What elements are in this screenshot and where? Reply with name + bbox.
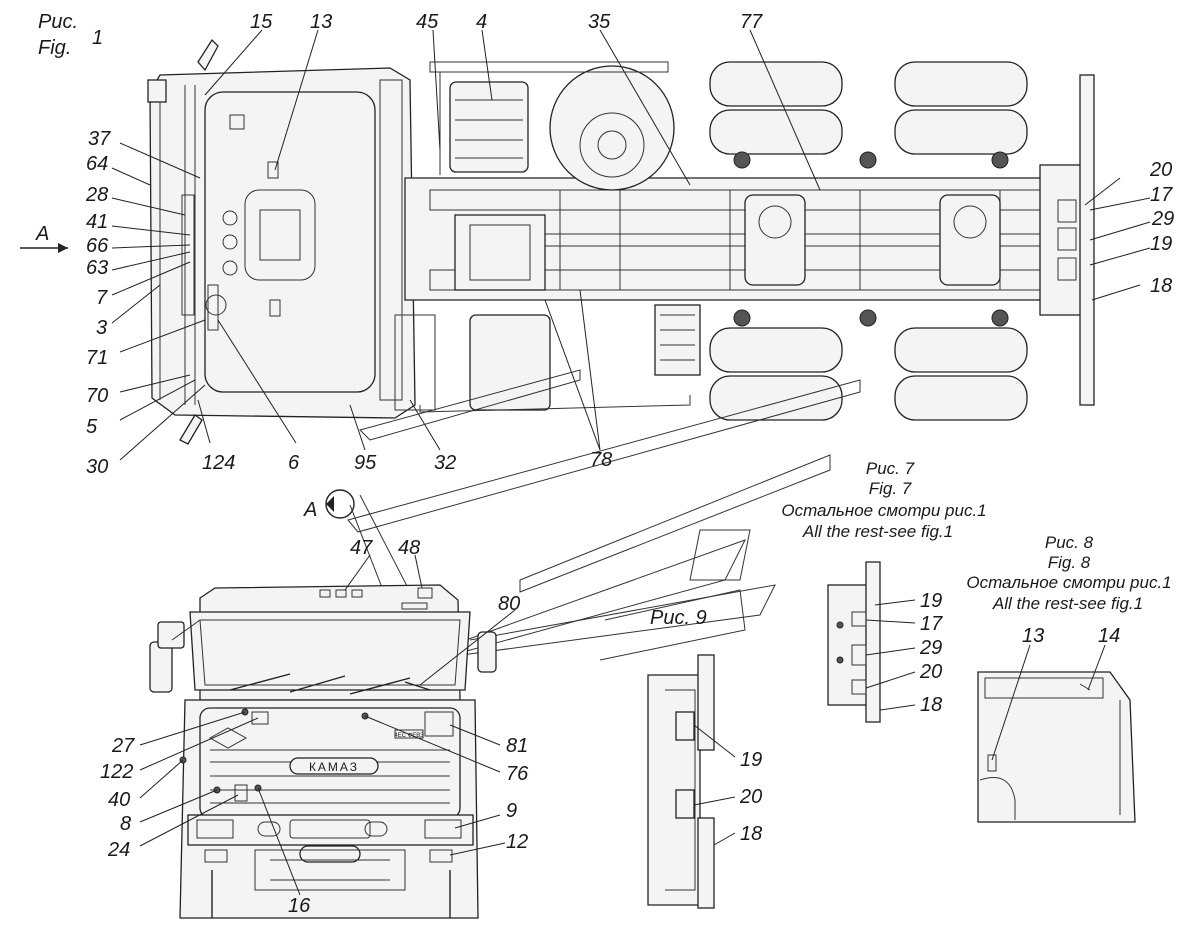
callout-9: 9 [506,800,517,822]
callout-13: 13 [310,11,332,33]
fig7-callout-17: 17 [920,613,943,635]
callout-63: 63 [86,257,108,279]
callout-16: 16 [288,895,311,917]
callout-77: 77 [740,11,763,33]
fig7-view [827,561,916,723]
callout-12: 12 [506,831,528,853]
fig7-title-ru: Рис. 7 [866,459,915,478]
view-a-arrow [20,243,68,253]
fig8-view [977,644,1136,823]
fig8-title-en: Fig. 8 [1048,553,1091,572]
front-view [149,584,497,919]
callout-41: 41 [86,211,108,233]
callout-6: 6 [288,452,300,474]
fig1-number: 1 [92,27,103,49]
fig9-title-ru: Рис. 9 [650,607,707,629]
fig8-callout-14: 14 [1098,625,1120,647]
fig9-callout-19: 19 [740,749,762,771]
fig7-title-en: Fig. 7 [869,479,912,498]
callout-24: 24 [107,839,130,861]
fig7-callout-19: 19 [920,590,942,612]
callout-48: 48 [398,537,420,559]
callout-8: 8 [120,813,131,835]
fig1-title-en: Fig. [38,37,71,59]
text-layer: Рис. Fig. 1 А А Рис. 7 Fig. 7 Остальное … [35,11,1174,917]
callout-35: 35 [588,11,611,33]
fig8-callout-13: 13 [1022,625,1044,647]
callout-122: 122 [100,761,133,783]
callout-76: 76 [506,763,529,785]
fig9-callout-18: 18 [740,823,762,845]
callout-81: 81 [506,735,528,757]
callout-124: 124 [202,452,235,474]
fig1-title-ru: Рис. [38,11,78,33]
callout-64: 64 [86,153,108,175]
fig7-callout-29: 29 [919,637,942,659]
callout-17: 17 [1150,184,1173,206]
callout-3: 3 [96,317,107,339]
callout-4: 4 [476,11,487,33]
callout-71: 71 [86,347,108,369]
fig7-callout-20: 20 [919,661,942,683]
callout-47: 47 [350,537,373,559]
fig9-callout-20: 20 [739,786,762,808]
view-a-marker-label: А [303,499,317,521]
callout-27: 27 [111,735,135,757]
callout-5: 5 [86,416,98,438]
callout-30: 30 [86,456,108,478]
callout-7: 7 [96,287,108,309]
fig1-leader-lines [111,29,1151,461]
callout-28: 28 [85,184,108,206]
fig1-top-view [147,38,1095,445]
badge-text: 4ЕС ФЕВЗ [394,733,424,739]
grille-logo: КАМАЗ 4ЕС ФЕВЗ [309,733,424,774]
view-a-arrow-label: А [35,223,49,245]
fig7-note-ru: Остальное смотри рис.1 [781,501,986,520]
callout-78: 78 [590,449,612,471]
front-leader-lines [139,554,516,896]
fig7-note-en: All the rest-see fig.1 [802,522,953,541]
fig9-view [647,654,736,909]
callout-18: 18 [1150,275,1172,297]
fig8-note-en: All the rest-see fig.1 [992,594,1143,613]
callout-40: 40 [108,789,130,811]
callout-19: 19 [1150,233,1172,255]
fig8-note-ru: Остальное смотри рис.1 [966,573,1171,592]
view-a-marker [325,489,355,519]
callout-66: 66 [86,235,109,257]
callout-95: 95 [354,452,377,474]
callout-15: 15 [250,11,273,33]
callout-20: 20 [1149,159,1172,181]
callout-32: 32 [434,452,456,474]
callout-29: 29 [1151,208,1174,230]
callout-80: 80 [498,593,520,615]
callout-70: 70 [86,385,108,407]
grille-logo-text: КАМАЗ [309,760,359,774]
fig7-callout-18: 18 [920,694,942,716]
callout-45: 45 [416,11,439,33]
callout-37: 37 [88,128,111,150]
fig8-title-ru: Рис. 8 [1045,533,1094,552]
